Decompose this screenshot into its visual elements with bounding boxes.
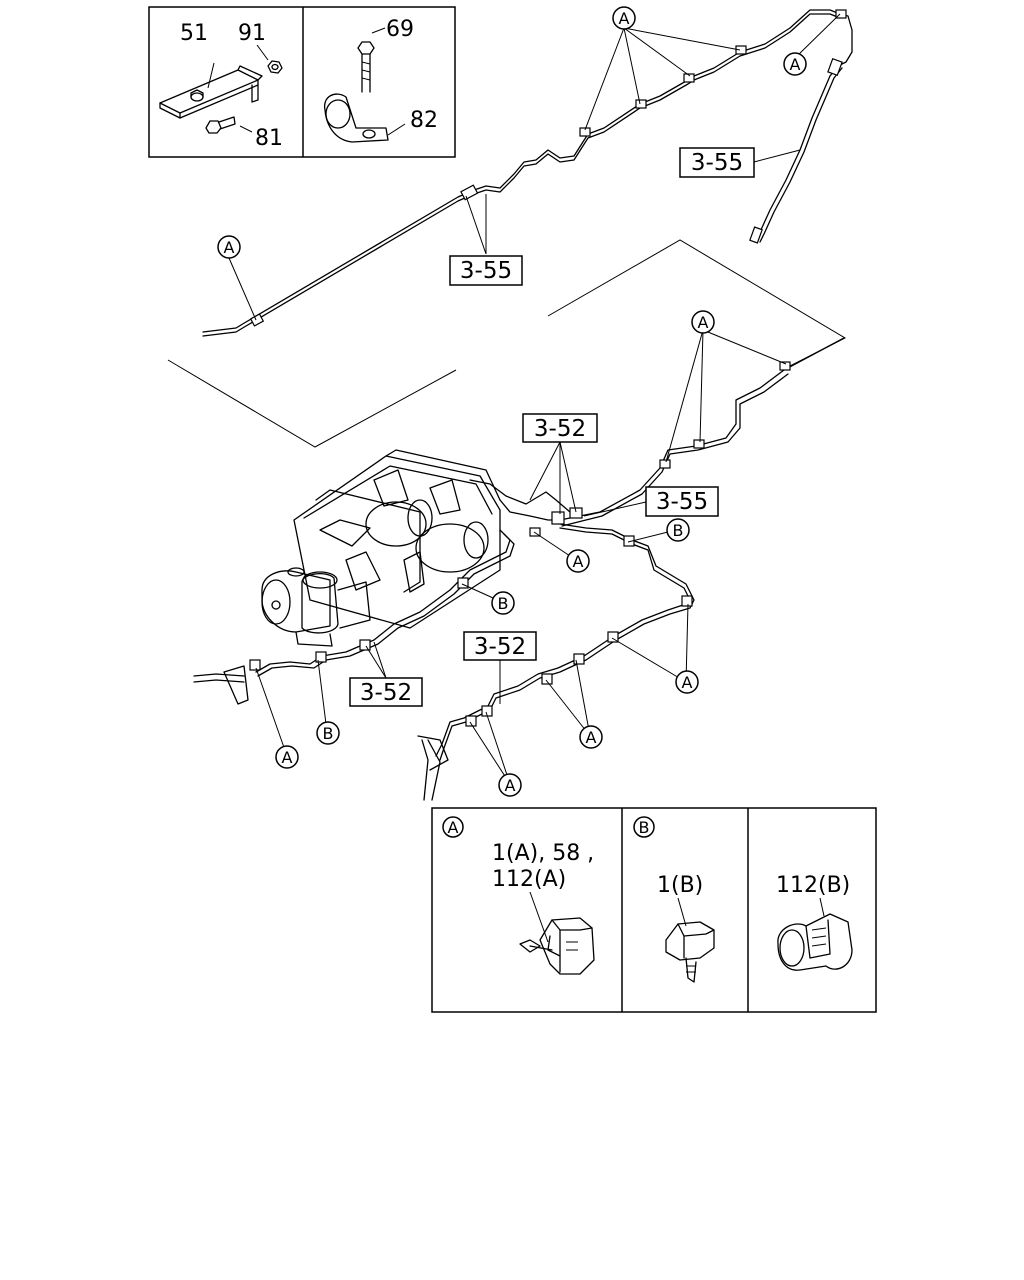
svg-text:A: A bbox=[790, 55, 801, 74]
ref-box-3-55-top-right[interactable]: 3-55 bbox=[679, 147, 755, 178]
right-brake-pipe bbox=[559, 337, 845, 527]
clip-legend-table: A 1(A), 58 , 112(A) B 1(B) bbox=[431, 807, 877, 1013]
svg-text:A: A bbox=[698, 313, 709, 332]
legend-col-a: A 1(A), 58 , 112(A) bbox=[442, 816, 595, 975]
legend-a-line1: 1(A), 58 , bbox=[492, 841, 594, 866]
ref-box-3-52-lower-left[interactable]: 3-52 bbox=[349, 677, 423, 707]
svg-text:A: A bbox=[619, 9, 630, 28]
clip-112b-drawing bbox=[777, 913, 853, 971]
chassis-assembly bbox=[261, 449, 501, 647]
ref-label: 3-55 bbox=[460, 258, 512, 284]
svg-text:B: B bbox=[673, 521, 684, 540]
callout-b-center: B bbox=[491, 591, 515, 615]
callout-a-top-right: A bbox=[783, 52, 807, 76]
ref-box-3-55-mid[interactable]: 3-55 bbox=[449, 255, 523, 286]
legend-b-label: 1(B) bbox=[657, 873, 703, 898]
ref-label: 3-52 bbox=[474, 634, 526, 660]
svg-text:A: A bbox=[573, 552, 584, 571]
bracket-part-drawing bbox=[159, 44, 283, 134]
ref-label: 3-52 bbox=[534, 416, 586, 442]
ref-box-3-55-right[interactable]: 3-55 bbox=[645, 486, 719, 517]
svg-text:B: B bbox=[498, 594, 509, 613]
ref-label: 3-52 bbox=[360, 680, 412, 706]
callout-a-lower-mid: A bbox=[579, 725, 603, 749]
callout-b-right: B bbox=[666, 518, 690, 542]
clip-part-drawing bbox=[323, 27, 406, 143]
part-number-69: 69 bbox=[386, 17, 414, 42]
legend-col-b: B 1(B) bbox=[633, 816, 715, 983]
part-number-51: 51 bbox=[180, 21, 208, 46]
legend-a-header: A bbox=[448, 818, 459, 837]
svg-text:A: A bbox=[505, 776, 516, 795]
leader-lines bbox=[228, 13, 841, 785]
svg-text:A: A bbox=[224, 238, 235, 257]
svg-text:A: A bbox=[586, 728, 597, 747]
ref-label: 3-55 bbox=[656, 489, 708, 515]
legend-a-line2: 112(A) bbox=[492, 867, 566, 892]
ref-box-3-52-upper[interactable]: 3-52 bbox=[522, 413, 598, 443]
callout-b-lower-left: B bbox=[316, 721, 340, 745]
ref-box-3-52-lower-right[interactable]: 3-52 bbox=[463, 631, 537, 661]
callout-a-left: A bbox=[217, 235, 241, 259]
svg-text:A: A bbox=[682, 673, 693, 692]
callout-a-lower-left: A bbox=[275, 745, 299, 769]
callout-a-center: A bbox=[566, 549, 590, 573]
part-number-82: 82 bbox=[410, 108, 438, 133]
svg-text:A: A bbox=[282, 748, 293, 767]
svg-text:B: B bbox=[323, 724, 334, 743]
callout-a-top: A bbox=[612, 6, 636, 30]
ref-label: 3-55 bbox=[691, 150, 743, 176]
callout-a-lower-right: A bbox=[675, 670, 699, 694]
clip-b-drawing bbox=[665, 921, 715, 983]
part-number-91: 91 bbox=[238, 21, 266, 46]
callouts: A A A A B A B A bbox=[217, 6, 807, 797]
hardware-inset: 51 91 81 69 82 bbox=[148, 6, 456, 158]
clip-a-drawing bbox=[519, 917, 595, 975]
legend-b-header: B bbox=[639, 818, 650, 837]
center-brake-pipe bbox=[193, 479, 695, 801]
callout-a-bottom: A bbox=[498, 773, 522, 797]
part-number-81: 81 bbox=[255, 126, 283, 151]
legend-c-label: 112(B) bbox=[776, 873, 850, 898]
callout-a-right: A bbox=[691, 310, 715, 334]
legend-col-c: 112(B) bbox=[776, 873, 853, 971]
